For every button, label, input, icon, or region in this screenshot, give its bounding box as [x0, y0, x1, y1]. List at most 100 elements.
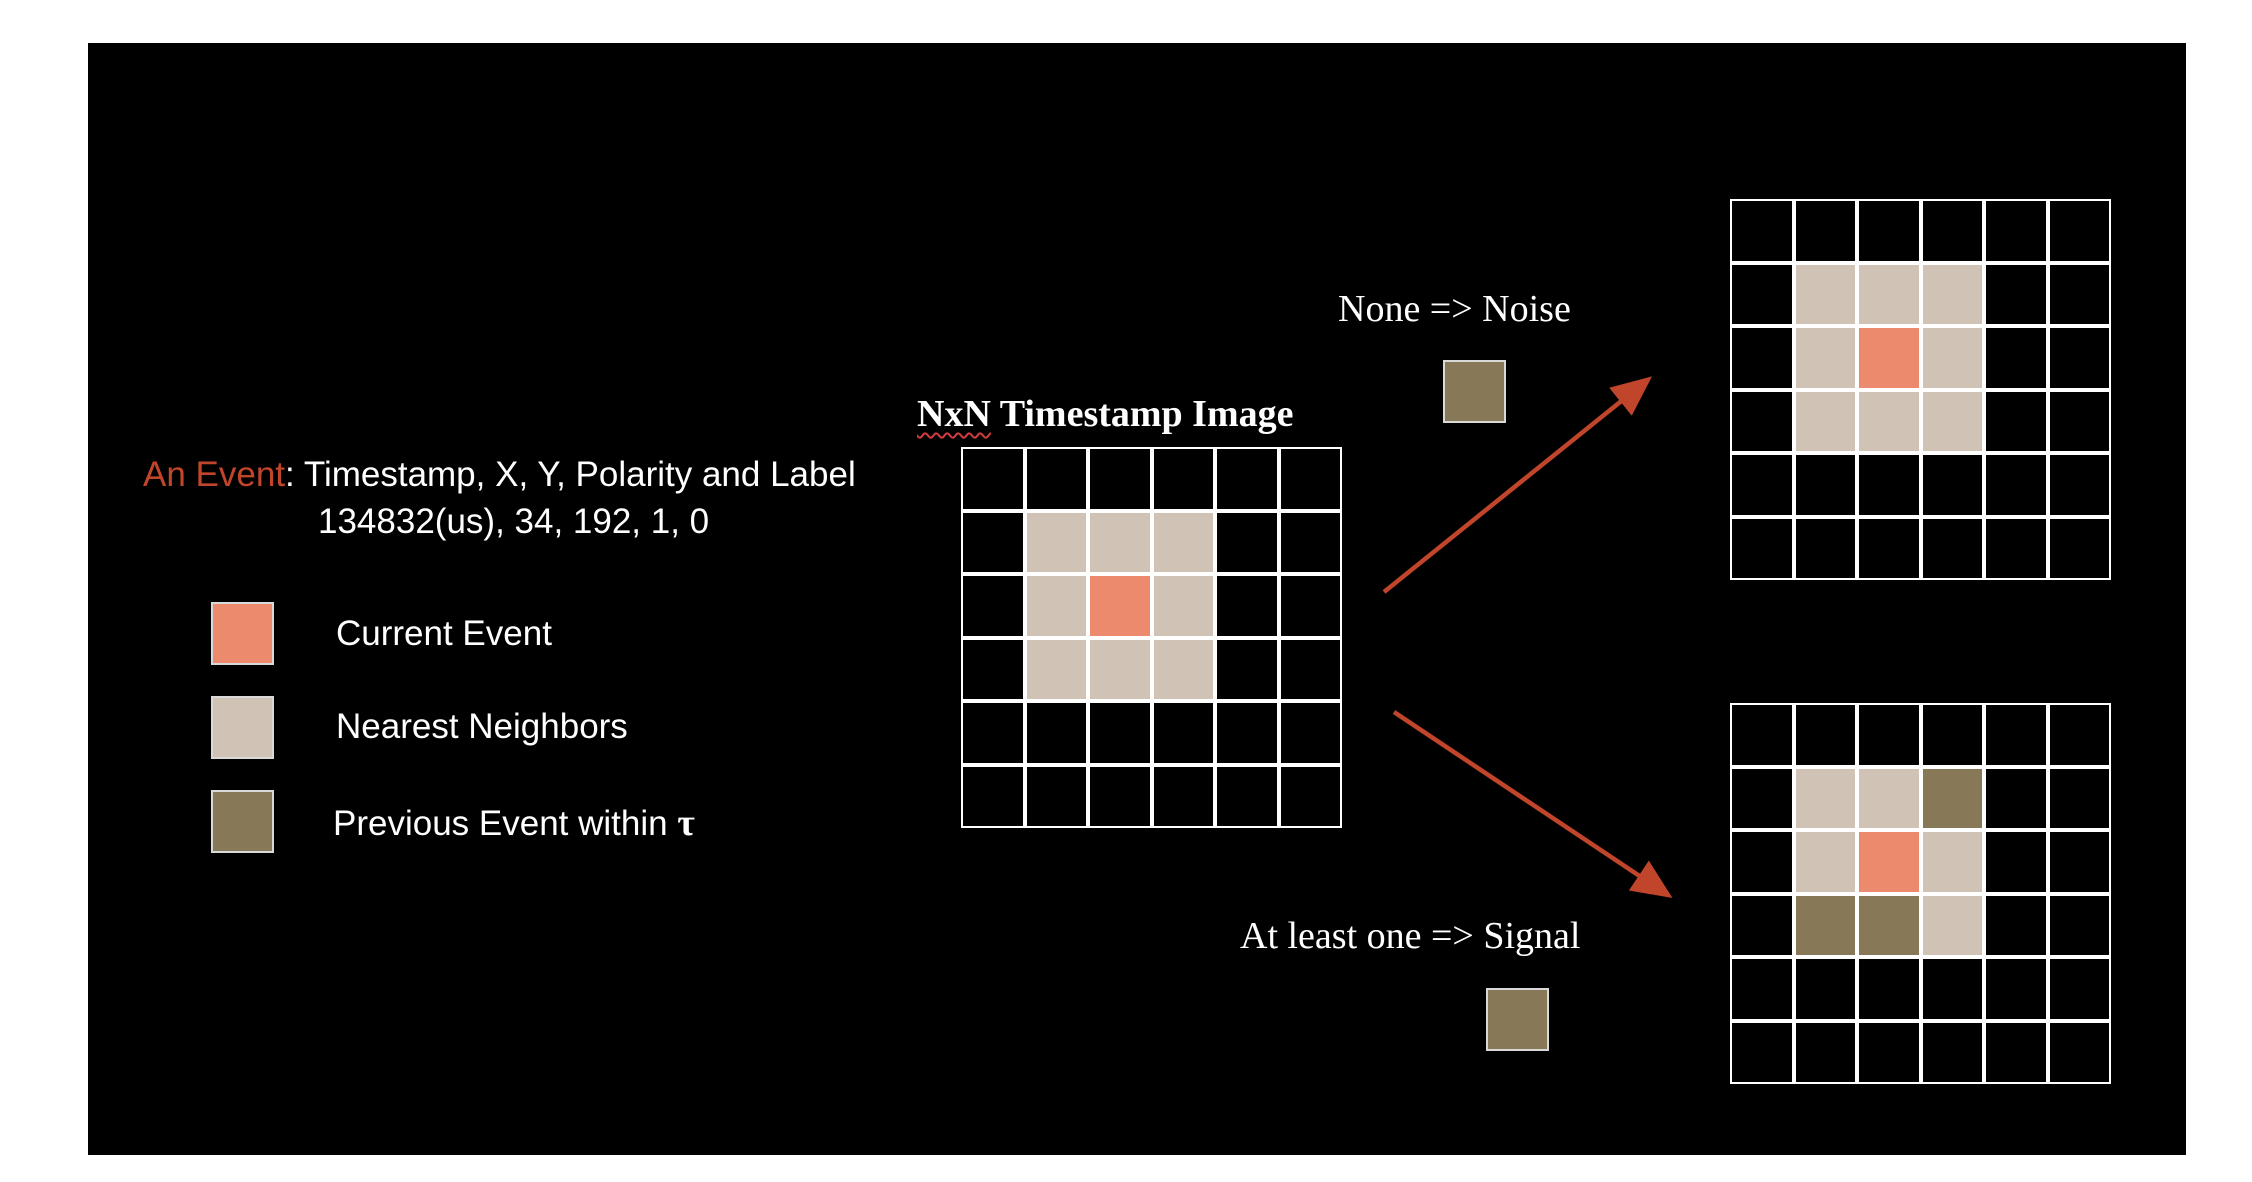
grid-cell-empty	[1278, 574, 1342, 638]
grid-cell-empty	[1857, 703, 1921, 767]
main-grid-title: NxN Timestamp Image	[917, 392, 1293, 436]
grid-cell-empty	[961, 637, 1025, 701]
grid-cell-empty	[1793, 703, 1857, 767]
grid-cell-empty	[1278, 637, 1342, 701]
grid-cell-empty	[1730, 199, 1794, 263]
grid-cell-neighbor	[1920, 262, 1984, 326]
grid-cell-empty	[1730, 893, 1794, 957]
grid-cell-empty	[1278, 510, 1342, 574]
grid-cell-neighbor	[1793, 326, 1857, 390]
grid-cell-neighbor	[1920, 830, 1984, 894]
grid-cell-empty	[1920, 957, 1984, 1021]
grid-cell-empty	[1857, 1020, 1921, 1084]
grid-cell-empty	[1857, 516, 1921, 580]
legend-label-neighbors: Nearest Neighbors	[336, 707, 628, 746]
grid-cell-empty	[1088, 701, 1152, 765]
grid-cell-current-event	[1088, 574, 1152, 638]
grid-cell-neighbor	[1793, 262, 1857, 326]
grid-cell-empty	[1215, 510, 1279, 574]
grid-cell-neighbor	[1793, 766, 1857, 830]
grid-cell-empty	[2047, 1020, 2111, 1084]
grid-cell-neighbor	[1088, 510, 1152, 574]
signal-result-grid	[1730, 703, 2111, 1084]
grid-cell-neighbor	[1024, 574, 1088, 638]
grid-cell-empty	[2047, 766, 2111, 830]
grid-cell-empty	[1730, 766, 1794, 830]
grid-cell-empty	[1088, 764, 1152, 828]
grid-cell-empty	[1984, 516, 2048, 580]
legend-label-current: Current Event	[336, 614, 552, 653]
main-grid-title-nxn: NxN	[917, 393, 991, 435]
grid-cell-empty	[2047, 389, 2111, 453]
event-fields-line: An Event: Timestamp, X, Y, Polarity and …	[143, 455, 856, 495]
grid-cell-empty	[961, 447, 1025, 511]
grid-cell-empty	[1088, 447, 1152, 511]
grid-cell-empty	[1793, 453, 1857, 517]
grid-cell-previous-event	[1793, 893, 1857, 957]
legend-swatch-current	[211, 602, 274, 665]
grid-cell-empty	[1793, 1020, 1857, 1084]
grid-cell-empty	[1151, 701, 1215, 765]
legend-label-previous-text: Previous Event within	[333, 804, 678, 843]
grid-cell-neighbor	[1024, 510, 1088, 574]
grid-cell-neighbor	[1857, 389, 1921, 453]
arrow-to-noise	[1382, 376, 1653, 594]
grid-cell-previous-event	[1857, 893, 1921, 957]
noise-result-grid	[1730, 199, 2111, 580]
grid-cell-empty	[2047, 957, 2111, 1021]
tau-symbol: τ	[677, 802, 695, 844]
grid-cell-empty	[1984, 453, 2048, 517]
grid-cell-empty	[1024, 701, 1088, 765]
grid-cell-neighbor	[1024, 637, 1088, 701]
main-timestamp-grid	[961, 447, 1342, 828]
main-grid-title-rest: Timestamp Image	[990, 393, 1294, 435]
grid-cell-empty	[1984, 766, 2048, 830]
grid-cell-empty	[1984, 389, 2048, 453]
grid-cell-empty	[1278, 447, 1342, 511]
grid-cell-empty	[1730, 830, 1794, 894]
grid-cell-neighbor	[1793, 830, 1857, 894]
grid-cell-neighbor	[1793, 389, 1857, 453]
event-label: An Event	[143, 455, 286, 494]
signal-label: At least one => Signal	[1240, 915, 1581, 957]
grid-cell-empty	[2047, 830, 2111, 894]
grid-cell-empty	[1024, 447, 1088, 511]
grid-cell-empty	[1151, 764, 1215, 828]
grid-cell-empty	[1730, 1020, 1794, 1084]
grid-cell-empty	[1984, 326, 2048, 390]
grid-cell-empty	[961, 764, 1025, 828]
grid-cell-empty	[1793, 199, 1857, 263]
grid-cell-neighbor	[1920, 389, 1984, 453]
grid-cell-empty	[1215, 574, 1279, 638]
grid-cell-empty	[1278, 701, 1342, 765]
arrow-to-signal	[1392, 710, 1673, 898]
grid-cell-empty	[1920, 516, 1984, 580]
grid-cell-empty	[961, 574, 1025, 638]
signal-swatch	[1486, 988, 1549, 1051]
grid-cell-empty	[1278, 764, 1342, 828]
grid-cell-empty	[2047, 703, 2111, 767]
grid-cell-neighbor	[1857, 766, 1921, 830]
grid-cell-empty	[2047, 453, 2111, 517]
grid-cell-empty	[1793, 957, 1857, 1021]
grid-cell-empty	[1730, 262, 1794, 326]
grid-cell-empty	[1151, 447, 1215, 511]
grid-cell-empty	[2047, 199, 2111, 263]
grid-cell-empty	[1984, 893, 2048, 957]
grid-cell-neighbor	[1088, 637, 1152, 701]
grid-cell-empty	[2047, 326, 2111, 390]
grid-cell-empty	[1920, 199, 1984, 263]
legend-swatch-previous	[211, 790, 274, 853]
grid-cell-neighbor	[1920, 326, 1984, 390]
grid-cell-empty	[1730, 389, 1794, 453]
grid-cell-neighbor	[1857, 262, 1921, 326]
grid-cell-empty	[1984, 199, 2048, 263]
grid-cell-empty	[1215, 764, 1279, 828]
grid-cell-empty	[1984, 703, 2048, 767]
event-fields: : Timestamp, X, Y, Polarity and Label	[285, 455, 856, 494]
grid-cell-empty	[1984, 1020, 2048, 1084]
legend-label-previous: Previous Event within τ	[333, 801, 695, 845]
grid-cell-empty	[2047, 516, 2111, 580]
grid-cell-empty	[1857, 453, 1921, 517]
